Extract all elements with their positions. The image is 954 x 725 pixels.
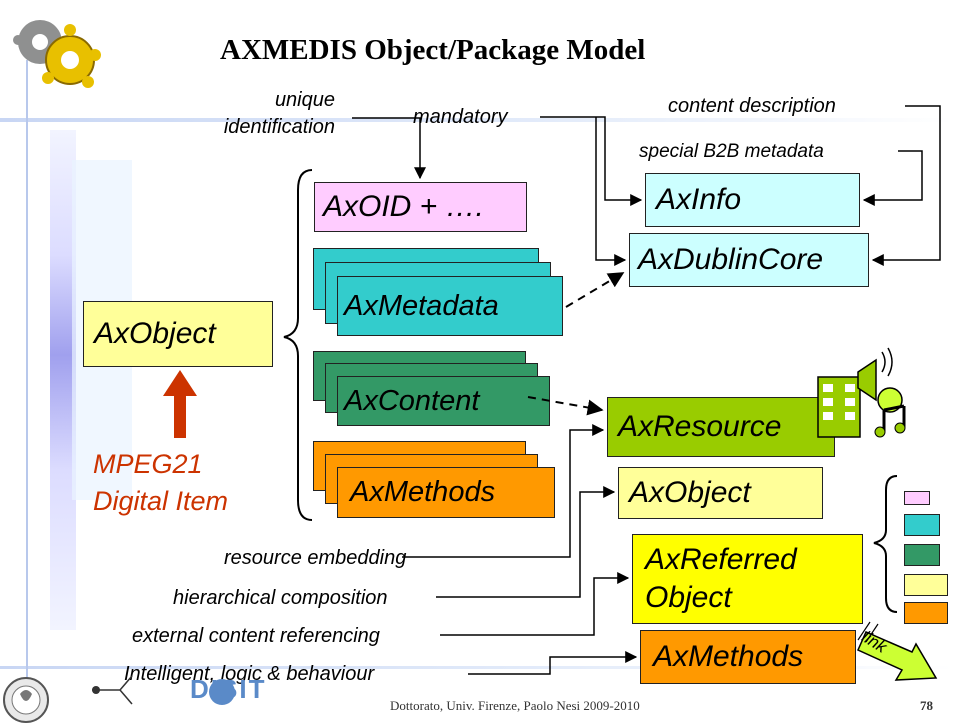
axreferred-box: AxReferred Object bbox=[632, 534, 863, 624]
slide-top-stripe bbox=[0, 118, 954, 122]
axobject-right-box: AxObject bbox=[618, 467, 823, 519]
mandatory-to-axinfo bbox=[540, 116, 643, 206]
axobject-main-label: AxObject bbox=[94, 317, 216, 350]
legend-cyan-box bbox=[904, 514, 940, 536]
intelligent-logic-label: Intelligent, logic & behaviour bbox=[124, 663, 375, 685]
axinfo-box: AxInfo bbox=[645, 173, 860, 227]
left-blue-bar bbox=[50, 130, 76, 630]
footer-text: Dottorato, Univ. Firenze, Paolo Nesi 200… bbox=[390, 698, 640, 713]
axresource-label: AxResource bbox=[618, 410, 782, 443]
legend-orange-box bbox=[904, 602, 948, 624]
mpeg21-label: MPEG21 Digital Item bbox=[93, 449, 229, 516]
legend-yellow-box bbox=[904, 574, 948, 596]
legend-pink-box bbox=[904, 491, 930, 505]
content-description-connector bbox=[871, 105, 941, 266]
page-number: 78 bbox=[920, 698, 933, 713]
unique-id-connector bbox=[352, 117, 426, 180]
axoid-label: AxOID + …. bbox=[323, 190, 484, 223]
axinfo-label: AxInfo bbox=[656, 183, 742, 216]
axmethods-right-label: AxMethods bbox=[653, 640, 804, 673]
axmetadata-label: AxMetadata bbox=[344, 289, 499, 322]
legend-green-box bbox=[904, 544, 940, 566]
axmethods-label: AxMethods bbox=[350, 476, 496, 508]
mandatory-label: mandatory bbox=[413, 106, 508, 128]
axreferred-label: AxReferred Object bbox=[645, 543, 797, 614]
external-referencing-connector bbox=[440, 572, 630, 636]
axobject-main-box: AxObject bbox=[83, 301, 273, 367]
external-referencing-label: external content referencing bbox=[132, 625, 380, 647]
resource-embedding-label: resource embedding bbox=[224, 547, 407, 569]
components-brace bbox=[283, 169, 313, 521]
axcontent-box: AxContent bbox=[337, 376, 550, 426]
slide-title: AXMEDIS Object/Package Model bbox=[220, 34, 646, 66]
axmethods-right-box: AxMethods bbox=[640, 630, 856, 684]
axmethods-box: AxMethods bbox=[337, 467, 555, 518]
axobject-right-label: AxObject bbox=[629, 476, 751, 509]
special-b2b-connector bbox=[862, 150, 923, 206]
mpeg21-arrow bbox=[163, 370, 197, 438]
special-b2b-label: special B2B metadata bbox=[639, 141, 824, 162]
content-description-label: content description bbox=[668, 95, 836, 117]
axmetadata-box: AxMetadata bbox=[337, 276, 563, 336]
dist-logo-text: DISIT bbox=[190, 674, 267, 704]
axdublincore-box: AxDublinCore bbox=[629, 233, 869, 287]
metadata-to-dublincore-dashed bbox=[565, 272, 625, 308]
axresource-box: AxResource bbox=[607, 397, 835, 457]
mandatory-to-dublincore bbox=[595, 117, 627, 266]
link-label: link bbox=[858, 627, 891, 657]
axcontent-label: AxContent bbox=[344, 384, 480, 417]
axdublincore-label: AxDublinCore bbox=[638, 243, 824, 276]
unique-identification-label: unique identification bbox=[223, 89, 335, 138]
slide-left-border bbox=[26, 60, 28, 690]
legend-brace bbox=[873, 475, 898, 613]
axoid-box: AxOID + …. bbox=[314, 182, 527, 232]
hierarchical-composition-label: hierarchical composition bbox=[173, 587, 388, 609]
